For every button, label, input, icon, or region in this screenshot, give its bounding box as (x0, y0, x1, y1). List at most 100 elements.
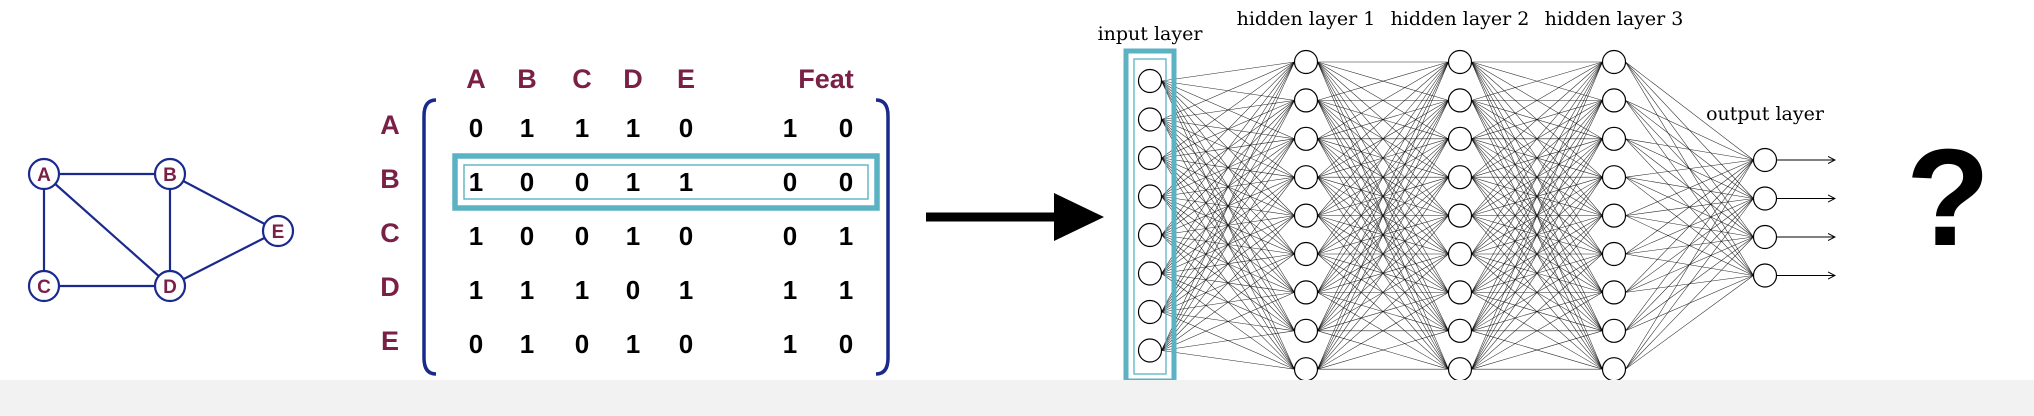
matrix-cell: 0 (469, 113, 483, 143)
matrix-row-label: D (380, 272, 400, 302)
matrix-cell: 0 (575, 329, 589, 359)
matrix-feature-cell: 0 (839, 329, 853, 359)
matrix-right-bracket (875, 98, 890, 376)
matrix-cell: 0 (679, 221, 693, 251)
matrix-row-label: C (380, 218, 400, 248)
matrix-cell: 1 (469, 167, 483, 197)
network-connection (1471, 61, 1603, 331)
network-connection (1161, 138, 1295, 351)
network-connection (1625, 159, 1754, 255)
neuron-layer-3 (1447, 203, 1473, 228)
graph-node-d: D (153, 269, 187, 303)
graph-node-a: A (27, 157, 61, 191)
matrix-cell: 0 (575, 167, 589, 197)
matrix-column-header: C (572, 64, 592, 94)
network-connection (1317, 253, 1449, 370)
matrix-cell: 1 (626, 167, 640, 197)
network-connection (1471, 61, 1603, 178)
neuron-layer-3 (1447, 126, 1473, 151)
matrix-cell: 1 (626, 221, 640, 251)
network-connection (1625, 275, 1754, 370)
network-connection (1625, 159, 1754, 331)
network-connection (1471, 61, 1603, 255)
network-connection (1625, 138, 1754, 161)
matrix-feature-cell: 0 (839, 167, 853, 197)
neuron-layer-1 (1137, 222, 1163, 248)
network-connection (1161, 61, 1295, 82)
network-connection (1317, 61, 1449, 216)
matrix-row-label: B (380, 164, 400, 194)
graph-node-label: E (272, 222, 285, 243)
network-connection (1625, 100, 1754, 161)
matrix-column-header: A (466, 64, 486, 94)
neuron-layer-5 (1752, 224, 1778, 250)
unknown-output-question-mark: ? (1906, 121, 1990, 275)
graph-node-label: B (163, 165, 177, 186)
network-connection (1161, 61, 1295, 351)
matrix-column-header: D (623, 64, 643, 94)
matrix-left-bracket (422, 98, 437, 376)
network-connection (1161, 350, 1295, 370)
network-connection (1317, 61, 1449, 293)
neuron-layer-2 (1293, 126, 1319, 151)
network-connection (1317, 61, 1449, 178)
matrix-row-label: E (381, 326, 399, 356)
neuron-layer-2 (1293, 241, 1319, 267)
neuron-layer-3 (1447, 165, 1473, 190)
matrix-cell: 0 (679, 329, 693, 359)
network-connection (1317, 61, 1449, 370)
network-connection (1161, 215, 1295, 351)
network-connection (1317, 61, 1449, 101)
neuron-layer-2 (1293, 280, 1319, 305)
matrix-cell: 1 (520, 329, 534, 359)
graph-node-b: B (153, 157, 187, 191)
neuron-layer-3 (1447, 88, 1473, 113)
matrix-cell: 0 (575, 221, 589, 251)
network-connection (1161, 100, 1295, 351)
graph-node-label: A (37, 165, 51, 186)
neuron-layer-1 (1137, 184, 1163, 209)
network-connection (1625, 236, 1754, 370)
network-connection (1625, 159, 1754, 216)
matrix-feature-cell: 0 (839, 113, 853, 143)
neuron-layer-2 (1293, 318, 1319, 343)
neuron-layer-4 (1601, 203, 1627, 228)
graph-node-e: E (261, 214, 295, 248)
right-arrow-icon (926, 193, 1104, 241)
neuron-layer-3 (1447, 241, 1473, 267)
neuron-layer-1 (1137, 338, 1163, 363)
network-connection (1317, 61, 1449, 140)
network-connection (1161, 253, 1295, 351)
neuron-layer-2 (1293, 165, 1319, 190)
graph-edge-d-e (169, 230, 279, 287)
network-connection (1161, 177, 1295, 351)
network-connection (1471, 330, 1603, 370)
input-layer-highlight (1123, 48, 1177, 380)
neuron-layer-5 (1752, 186, 1778, 211)
layer-label: hidden layer 3 (1545, 8, 1684, 30)
network-connection (1471, 61, 1603, 370)
graph-node-label: C (37, 277, 51, 298)
neuron-layer-3 (1447, 49, 1473, 75)
network-connections (1161, 61, 1754, 370)
network-connection (1625, 159, 1754, 178)
graph-nodes: A B C D E (27, 157, 295, 303)
network-connection (1625, 159, 1754, 293)
graph-node-label: D (163, 277, 177, 298)
matrix-row-label: A (380, 110, 400, 140)
matrix-feature-cell: 0 (783, 221, 797, 251)
matrix-cell: 1 (520, 113, 534, 143)
network-connection (1471, 292, 1603, 370)
matrix-feature-cell: 1 (839, 275, 853, 305)
network-connection (1625, 198, 1754, 370)
network-connection (1317, 61, 1449, 255)
matrix-cell: 1 (626, 113, 640, 143)
neuron-layer-4 (1601, 88, 1627, 113)
matrix-column-header: E (677, 64, 695, 94)
network-connection (1161, 61, 1295, 159)
graph-edge-b-e (169, 173, 279, 232)
matrix-cell: 1 (679, 167, 693, 197)
